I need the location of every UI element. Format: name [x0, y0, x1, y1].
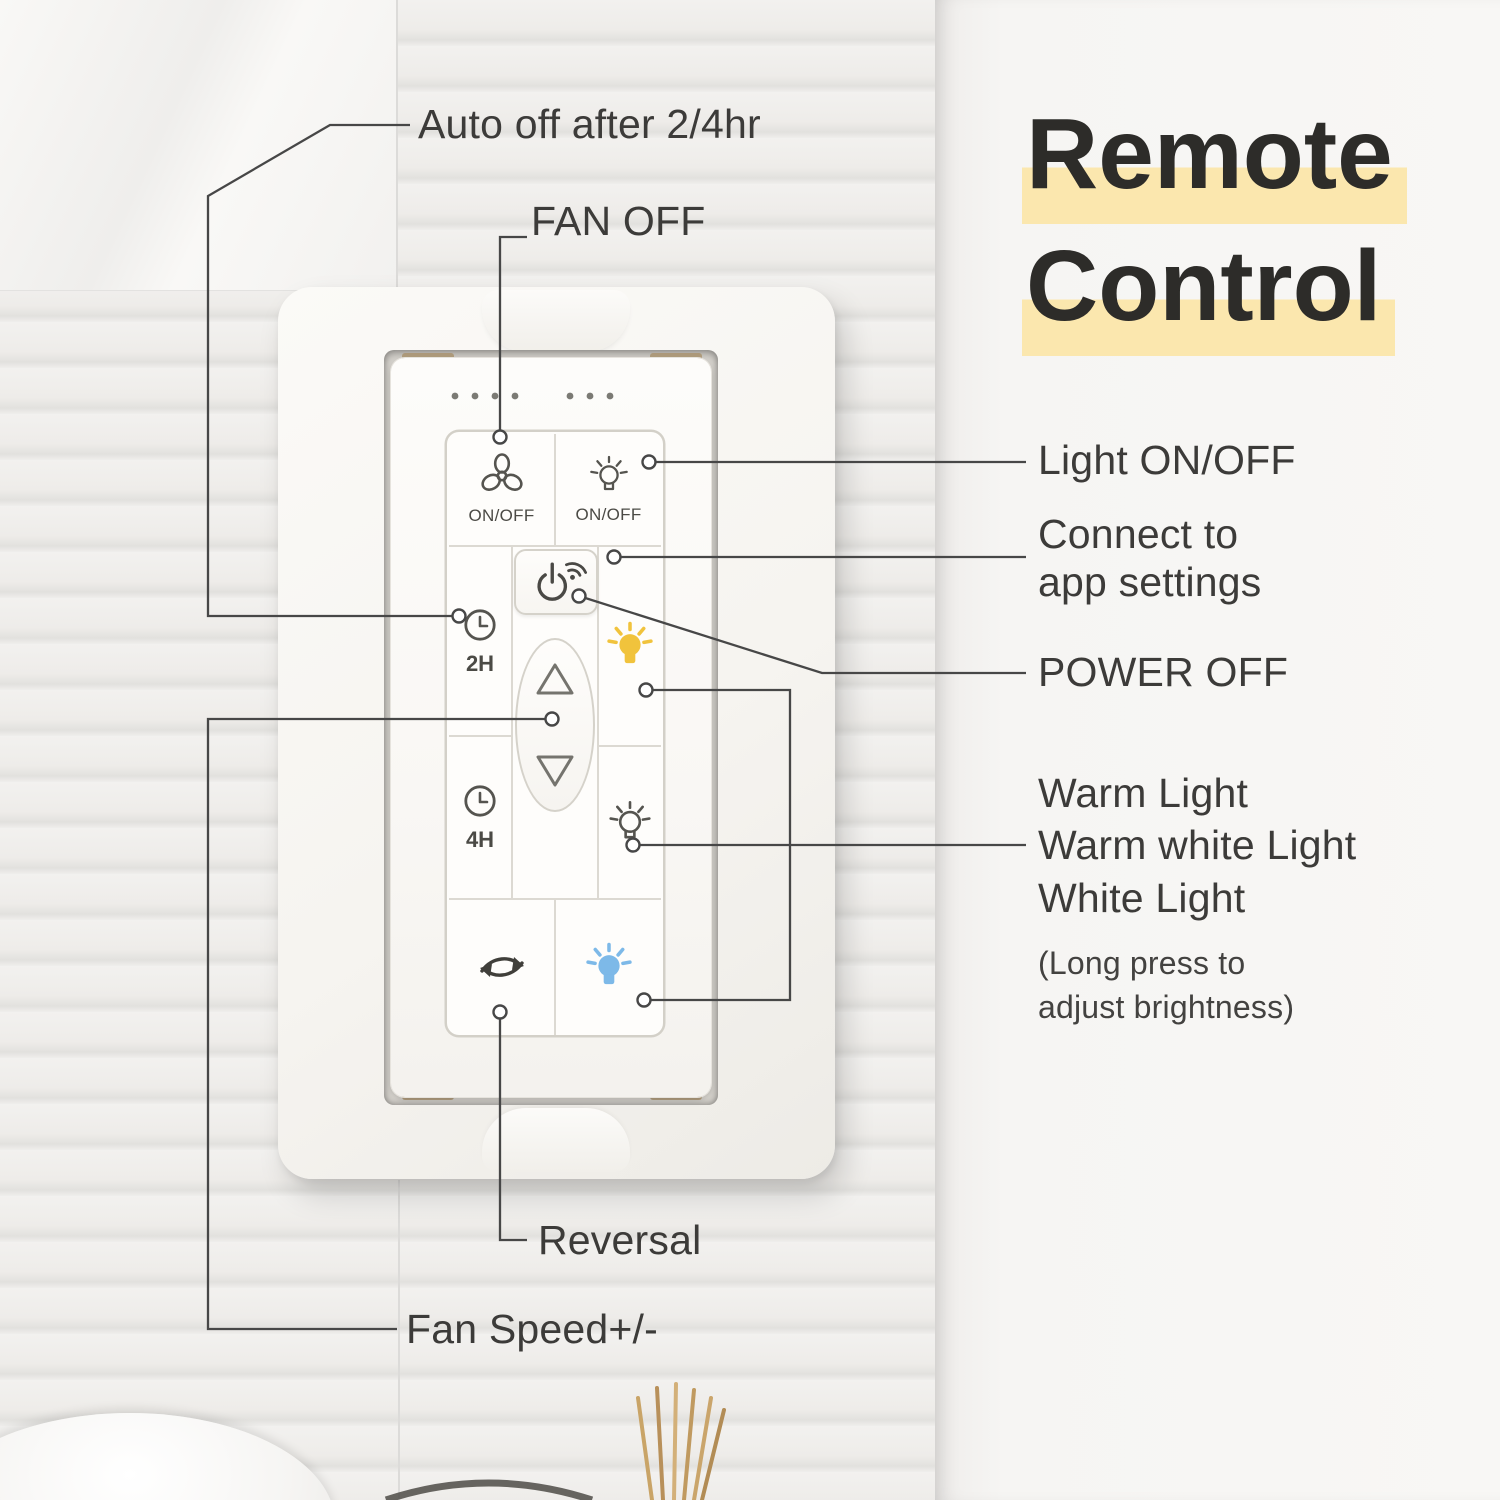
- light-onoff-label: ON/OFF: [575, 505, 642, 524]
- keypad-divider: [511, 547, 513, 898]
- label-note-line1: (Long press to: [1038, 945, 1246, 981]
- led-indicator-dots: [451, 392, 614, 400]
- label-connect-line1: Connect to: [1038, 511, 1239, 557]
- label-auto-off: Auto off after 2/4hr: [418, 101, 761, 147]
- fan-onoff-button[interactable]: ON/OFF: [449, 434, 554, 545]
- remote-keypad: ON/OFF ON/OFF: [447, 432, 663, 1035]
- label-white-light: White Light: [1038, 874, 1246, 921]
- fan-icon: [480, 453, 523, 491]
- fan-speed-rocker: [515, 638, 595, 812]
- mount-clip: [650, 353, 702, 362]
- wall-marble-panel: [0, 0, 398, 291]
- timer-2h-label: 2H: [465, 650, 495, 676]
- label-light-onoff: Light ON/OFF: [1038, 437, 1296, 483]
- power-button[interactable]: [514, 549, 598, 615]
- keypad-divider: [597, 547, 599, 898]
- wall-panel-edge: [398, 1180, 400, 1500]
- white-light-bulb-icon: [585, 942, 632, 984]
- page-title: Remote Control: [1022, 96, 1407, 360]
- reversal-arrows-icon: [479, 956, 524, 977]
- power-icon: [537, 562, 588, 601]
- warm-white-light-button[interactable]: [599, 747, 661, 898]
- timer-4h-button[interactable]: 4H: [449, 737, 511, 898]
- fan-speed-up-button[interactable]: [534, 662, 576, 696]
- clock-4h-icon: [464, 785, 496, 817]
- label-light-modes: Warm Light Warm white Light White Light: [1038, 767, 1356, 924]
- label-warm-white-light: Warm white Light: [1038, 822, 1357, 869]
- fan-speed-down-button[interactable]: [534, 754, 576, 788]
- keypad-divider: [599, 745, 661, 747]
- label-connect: Connect to app settings: [1038, 510, 1262, 607]
- keypad-divider: [449, 898, 661, 900]
- fan-onoff-label: ON/OFF: [468, 506, 535, 525]
- label-reversal: Reversal: [538, 1217, 702, 1263]
- wall-plate-top-tab: [482, 290, 630, 352]
- keypad-divider: [554, 900, 556, 1035]
- warm-light-button[interactable]: [599, 547, 661, 745]
- warm-light-bulb-icon: [607, 621, 653, 664]
- wall-plate-bottom-tab: [482, 1108, 630, 1172]
- label-fan-off: FAN OFF: [531, 198, 706, 244]
- timer-4h-label: 4H: [465, 827, 495, 852]
- timer-2h-button[interactable]: 2H: [449, 547, 511, 735]
- keypad-divider: [554, 434, 556, 545]
- label-brightness-note: (Long press to adjust brightness): [1038, 941, 1294, 1029]
- clock-2h-icon: [464, 608, 496, 641]
- title-line-1: Remote: [1022, 96, 1407, 224]
- reversal-button[interactable]: [449, 900, 554, 1033]
- wifi-icon: [565, 562, 588, 580]
- label-fan-speed: Fan Speed+/-: [406, 1306, 658, 1352]
- title-line-2: Control: [1022, 228, 1396, 356]
- light-onoff-button[interactable]: ON/OFF: [556, 434, 661, 545]
- label-connect-line2: app settings: [1038, 559, 1262, 606]
- bulb-icon: [589, 455, 628, 491]
- label-note-line2: adjust brightness): [1038, 989, 1295, 1026]
- warm-white-bulb-icon: [609, 800, 651, 838]
- label-power-off: POWER OFF: [1038, 649, 1289, 695]
- keypad-divider: [449, 545, 661, 547]
- white-light-button[interactable]: [556, 900, 661, 1033]
- label-warm-light: Warm Light: [1038, 770, 1249, 816]
